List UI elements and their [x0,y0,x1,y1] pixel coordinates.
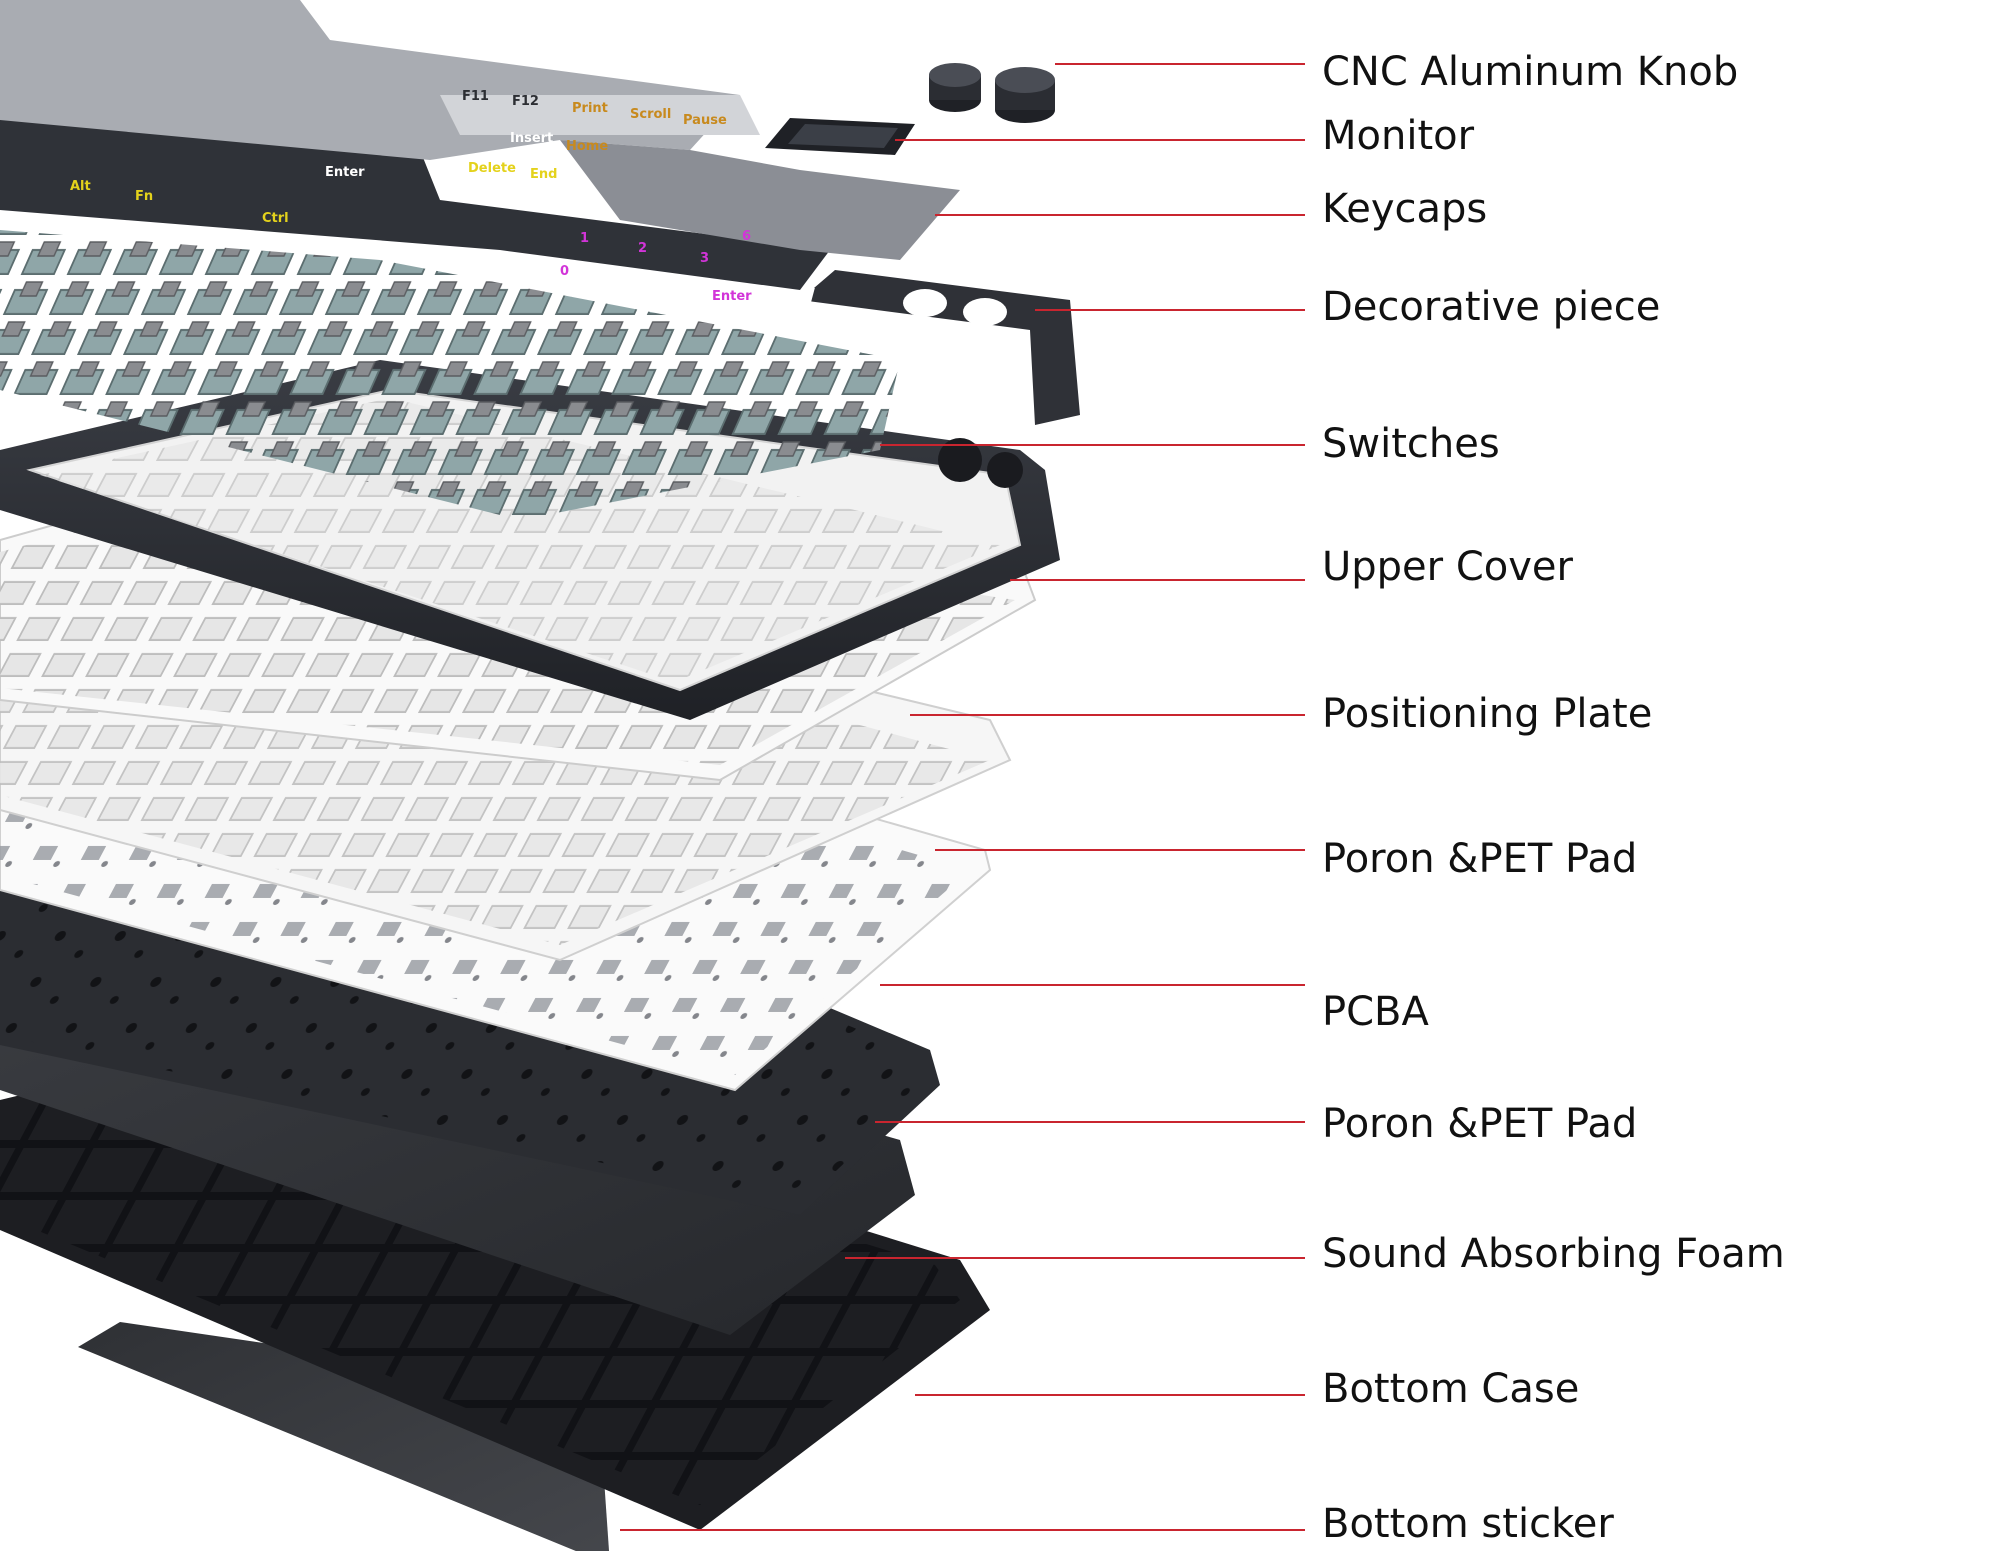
label-bottom-case: Bottom Case [1322,1366,1580,1412]
keycaps-dark-block [0,110,830,290]
leader-lines [620,63,1305,1531]
upper-cover-knob-hole [938,438,982,482]
legend-f12: F12 [512,94,539,109]
label-sound-absorbing-foam: Sound Absorbing Foam [1322,1231,1785,1277]
legend-3: 3 [700,251,709,266]
label-cnc-aluminum-knob: CNC Aluminum Knob [1322,49,1739,95]
label-upper-cover: Upper Cover [1322,544,1573,590]
legend-2: 2 [638,241,647,256]
label-decorative-piece: Decorative piece [1322,284,1661,330]
legend-f11: F11 [462,89,489,104]
legend-fn: Fn [135,189,153,204]
legend-delete: Delete [468,161,516,176]
legend-1: 1 [580,231,589,246]
legend-alt: Alt [70,179,91,194]
label-keycaps: Keycaps [1322,186,1488,232]
legend-scroll: Scroll [630,107,671,122]
legend-ctrl: Ctrl [262,211,289,226]
upper-cover-plate-cutouts [40,398,1000,682]
legend-pause: Pause [683,113,727,128]
upper-cover-frame [0,360,1060,720]
keycaps-light-block [440,95,760,135]
decorative-piece-shape [800,270,1080,425]
decorative-piece-hole-2 [963,298,1007,326]
upper-cover-knob-hole-2 [987,452,1023,488]
cnc-aluminum-knobs [929,63,1055,123]
legend-6: 6 [742,229,751,244]
legend-end: End [530,167,557,182]
label-positioning-plate: Positioning Plate [1322,691,1653,737]
label-bottom-sticker: Bottom sticker [1322,1501,1614,1547]
label-pcba: PCBA [1322,989,1429,1035]
keycaps-mid-block [560,140,960,260]
label-poron-pet-pad-bottom: Poron &PET Pad [1322,1101,1638,1147]
switches-layer [0,230,900,520]
decorative-piece-slot [778,288,815,306]
legend-0: 0 [560,264,569,279]
legend-enter-numpad: Enter [712,289,752,304]
keycap-legends: F11 F12 Print Scroll Pause Insert Home D… [70,89,752,304]
legend-insert: Insert [510,131,553,146]
label-poron-pet-pad-top: Poron &PET Pad [1322,836,1638,882]
label-switches: Switches [1322,421,1500,467]
legend-print: Print [572,101,608,116]
monitor-screen [788,124,898,148]
label-monitor: Monitor [1322,113,1475,159]
legend-enter-main: Enter [325,165,365,180]
legend-home: Home [566,139,608,154]
decorative-piece-hole-1 [903,289,947,317]
